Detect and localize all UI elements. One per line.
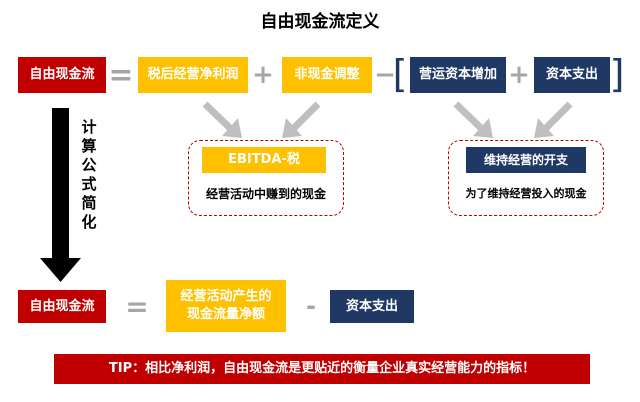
right-bracket: ] bbox=[609, 52, 625, 96]
simplify-down-arrow bbox=[40, 108, 81, 282]
plus-sign-2: + bbox=[508, 60, 530, 90]
operating-cashflow-box: 经营活动产生的现金流量净额 bbox=[166, 280, 286, 332]
gray-arrow-left-1 bbox=[202, 101, 242, 138]
capex-box-bottom: 资本支出 bbox=[330, 290, 414, 323]
working-capital-box: 营运资本增加 bbox=[410, 57, 506, 93]
tip-banner: TIP：相比净利润，自由现金流是更贴近的衡量企业真实经营能力的指标！ bbox=[54, 354, 590, 384]
diagram-title: 自由现金流定义 bbox=[260, 12, 380, 32]
simplify-label: 计算公式简化 bbox=[81, 118, 97, 231]
equals-sign-top: = bbox=[108, 57, 134, 93]
maintenance-expense-box: 维持经营的开支 bbox=[466, 147, 586, 173]
maintenance-cash-text: 为了维持经营投入的现金 bbox=[465, 187, 587, 200]
minus-sign-bottom: - bbox=[306, 292, 316, 320]
net-income-box: 税后经营净利润 bbox=[138, 57, 248, 93]
minus-sign-top: − bbox=[374, 60, 396, 90]
gray-arrow-right-2 bbox=[534, 101, 573, 138]
fcf-box-top: 自由现金流 bbox=[18, 57, 106, 93]
equals-sign-bottom: = bbox=[125, 289, 149, 323]
gray-arrow-left-2 bbox=[282, 101, 321, 138]
operating-cash-earned-text: 经营活动中赚到的现金 bbox=[205, 187, 326, 201]
plus-sign-1: + bbox=[252, 60, 274, 90]
capex-box-top: 资本支出 bbox=[534, 57, 610, 93]
gray-arrow-right-1 bbox=[453, 101, 493, 138]
ebitda-tax-box: EBITDA-税 bbox=[202, 147, 326, 173]
fcf-box-bottom: 自由现金流 bbox=[18, 290, 106, 323]
noncash-adjust-box: 非现金调整 bbox=[282, 57, 372, 93]
left-bracket: [ bbox=[392, 52, 408, 96]
